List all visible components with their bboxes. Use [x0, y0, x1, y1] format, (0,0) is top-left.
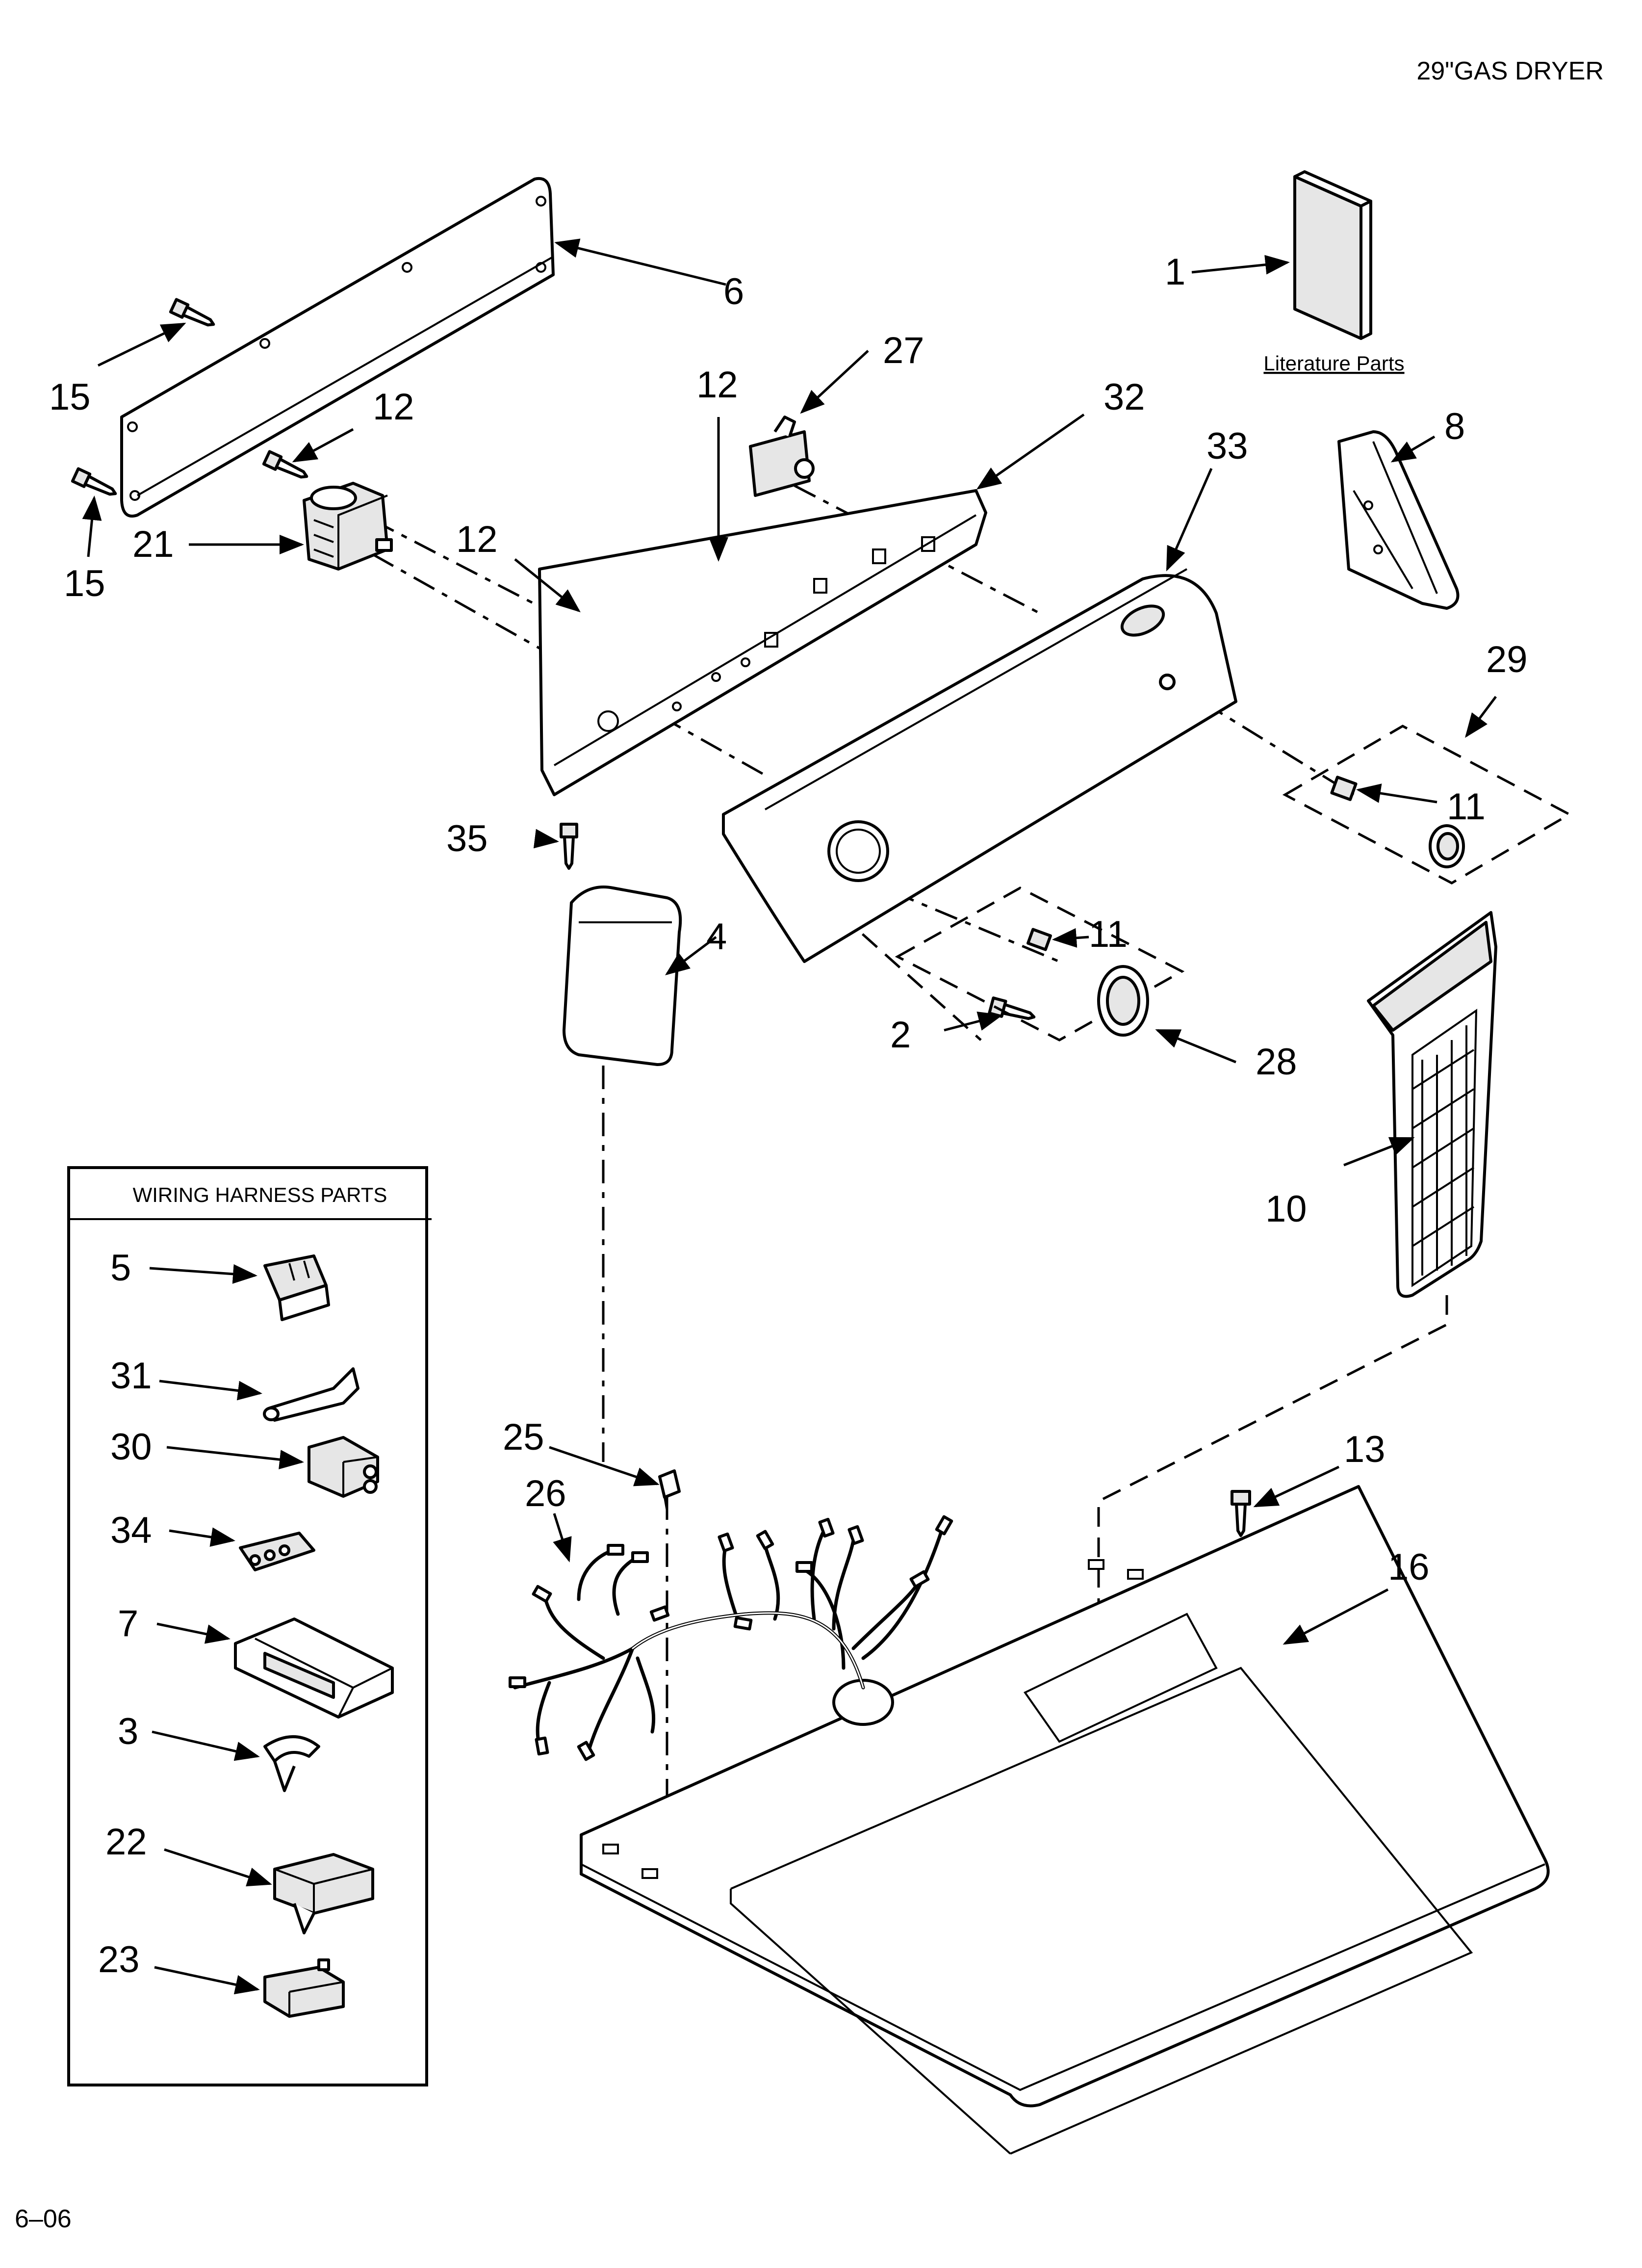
part-3-clip — [263, 1735, 320, 1792]
part-8-end-cap — [1337, 430, 1460, 610]
part-25-clip — [658, 1469, 681, 1512]
callout-2: 2 — [890, 1014, 911, 1056]
part-21-timer — [303, 482, 393, 571]
part-4-side-trim — [563, 886, 682, 1066]
part-28-knob-kit — [895, 886, 1185, 1042]
part-22-connector — [273, 1853, 374, 1934]
callout-35: 35 — [446, 818, 488, 860]
callout-7: 7 — [118, 1603, 138, 1644]
wiring-harness-parts-box: WIRING HARNESS PARTS — [67, 1166, 432, 2086]
callout-10: 10 — [1265, 1188, 1307, 1230]
callout-30: 30 — [110, 1426, 152, 1468]
callout-13: 13 — [1344, 1429, 1385, 1470]
part-10-lint-screen — [1367, 911, 1497, 1298]
callout-11-upper: 11 — [1447, 786, 1486, 828]
callout-labels: 6 15 15 12 21 12 12 27 32 33 1 8 29 11 3… — [49, 251, 1528, 1981]
callout-15-top: 15 — [49, 376, 91, 418]
callout-29: 29 — [1486, 639, 1528, 680]
callout-5: 5 — [110, 1247, 131, 1289]
callout-27: 27 — [883, 330, 924, 371]
callout-6: 6 — [723, 271, 744, 313]
page-title: 29"GAS DRYER — [1416, 57, 1604, 85]
callout-4: 4 — [706, 916, 727, 958]
part-33-console — [722, 568, 1237, 963]
callout-31: 31 — [110, 1355, 152, 1397]
callout-12-left: 12 — [373, 386, 414, 428]
callout-21: 21 — [132, 523, 174, 565]
part-5-connector — [263, 1254, 330, 1321]
part-23-connector — [263, 1958, 345, 2018]
callout-12-right: 12 — [696, 364, 738, 406]
callout-12-center: 12 — [456, 519, 498, 560]
callout-34: 34 — [110, 1510, 152, 1551]
callout-8: 8 — [1444, 406, 1465, 447]
callout-16: 16 — [1388, 1546, 1430, 1588]
callout-32: 32 — [1103, 376, 1145, 418]
callout-15-bottom: 15 — [64, 563, 105, 604]
callout-3: 3 — [118, 1711, 138, 1752]
part-7-connector-block — [234, 1617, 394, 1719]
part-31-terminal — [263, 1367, 359, 1422]
part-27-switch — [749, 416, 815, 497]
part-32-console-bracket — [538, 489, 987, 796]
part-1-literature — [1293, 170, 1372, 340]
part-30-connector — [308, 1436, 379, 1498]
callout-28: 28 — [1256, 1041, 1297, 1083]
harness-box-title: WIRING HARNESS PARTS — [133, 1183, 387, 1206]
callout-25: 25 — [503, 1416, 544, 1458]
part-6-rear-panel — [120, 177, 555, 518]
callout-22: 22 — [105, 1821, 147, 1863]
part-29-knob-kit — [1282, 725, 1572, 885]
callout-11-lower: 11 — [1089, 913, 1128, 955]
callout-26: 26 — [525, 1473, 566, 1514]
literature-caption: Literature Parts — [1263, 352, 1404, 375]
part-34-connector — [239, 1532, 315, 1571]
part-26-wiring-harness — [509, 1515, 953, 1761]
callout-leaders — [82, 238, 1497, 1995]
footer-code: 6–06 — [15, 2205, 72, 2233]
callout-23: 23 — [98, 1939, 140, 1981]
callout-33: 33 — [1206, 425, 1248, 467]
callout-1: 1 — [1165, 251, 1185, 293]
